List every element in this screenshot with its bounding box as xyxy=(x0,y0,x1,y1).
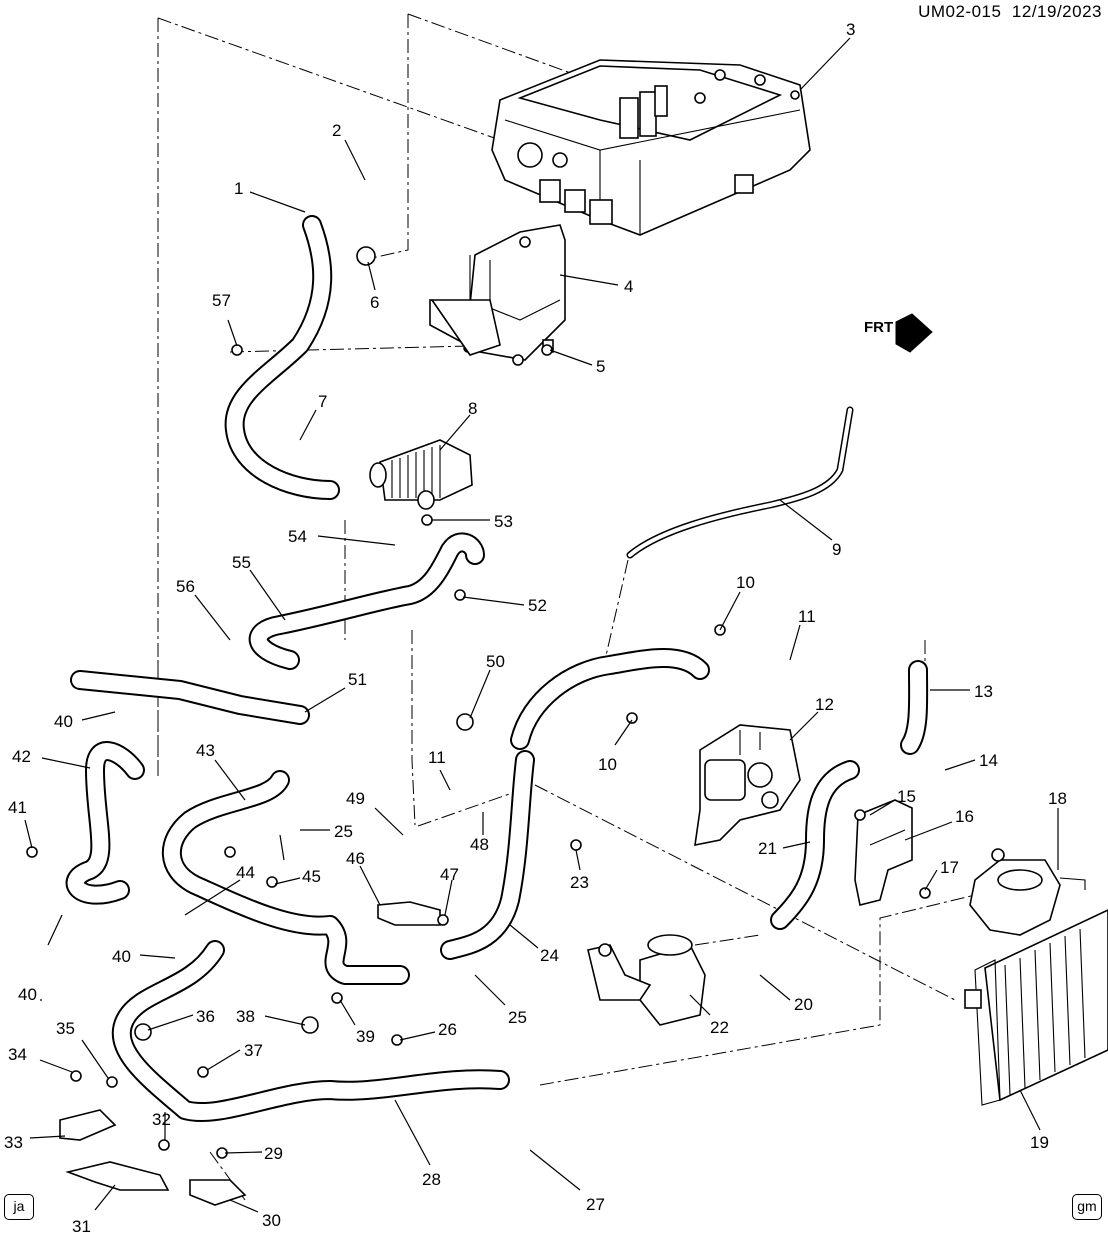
coolant-hoses xyxy=(65,215,929,1123)
callout-27: 27 xyxy=(586,1195,605,1214)
fasteners xyxy=(26,246,931,1159)
oil-cooler xyxy=(369,439,473,510)
callout-11b: 11 xyxy=(428,748,446,767)
callout-49: 49 xyxy=(346,789,365,808)
auxiliary-pump xyxy=(969,848,1086,936)
callout-10b: 10 xyxy=(598,755,617,774)
front-direction-indicator: FRT xyxy=(864,313,933,353)
callout-33: 33 xyxy=(4,1133,23,1152)
callout-28: 28 xyxy=(422,1170,441,1189)
callout-6: 6 xyxy=(370,293,379,312)
callout-54: 54 xyxy=(288,527,307,546)
callout-46: 46 xyxy=(346,849,365,868)
callout-34: 34 xyxy=(8,1045,27,1064)
callout-40b: 40 xyxy=(18,985,37,1004)
gm-logo: gm xyxy=(1072,1194,1102,1220)
callout-13: 13 xyxy=(974,682,993,701)
callout-7: 7 xyxy=(318,392,327,411)
callout-52: 52 xyxy=(528,596,547,615)
callouts: 1 2 3 4 5 6 7 8 9 10 10 11 11 xyxy=(4,20,1067,1234)
callout-50: 50 xyxy=(486,652,505,671)
callout-16: 16 xyxy=(955,807,974,826)
callout-56: 56 xyxy=(176,577,195,596)
callout-23: 23 xyxy=(570,873,589,892)
callout-53: 53 xyxy=(494,512,513,531)
callout-15: 15 xyxy=(897,787,916,806)
callout-8: 8 xyxy=(468,399,477,418)
callout-37: 37 xyxy=(244,1041,263,1060)
drawing-header: UM02-015 12/19/2023 xyxy=(918,2,1102,22)
callout-57: 57 xyxy=(212,291,231,310)
callout-42: 42 xyxy=(12,747,31,766)
callout-22: 22 xyxy=(710,1018,729,1037)
callout-12: 12 xyxy=(815,695,834,714)
callout-30: 30 xyxy=(262,1211,281,1230)
callout-2: 2 xyxy=(332,121,341,140)
callout-9: 9 xyxy=(832,540,841,559)
coolant-valve xyxy=(694,724,801,847)
corner-badge-left: ja xyxy=(4,1194,34,1220)
callout-40c: 40 xyxy=(112,947,131,966)
callout-11a: 11 xyxy=(798,607,816,626)
callout-35: 35 xyxy=(56,1019,75,1038)
callout-51: 51 xyxy=(348,670,367,689)
coolant-pump xyxy=(587,934,706,1026)
callout-36: 36 xyxy=(196,1007,215,1026)
callout-26: 26 xyxy=(438,1020,457,1039)
callout-31: 31 xyxy=(72,1217,91,1234)
callout-20: 20 xyxy=(794,995,813,1014)
brackets xyxy=(59,299,913,1206)
callout-45: 45 xyxy=(302,867,321,886)
callout-14: 14 xyxy=(979,751,998,770)
callout-4: 4 xyxy=(624,277,633,296)
callout-5: 5 xyxy=(596,357,605,376)
callout-29: 29 xyxy=(264,1144,283,1163)
callout-10a: 10 xyxy=(736,573,755,592)
direction-label: FRT xyxy=(864,319,893,336)
callout-55: 55 xyxy=(232,553,251,572)
callout-19: 19 xyxy=(1030,1133,1049,1152)
callout-32: 32 xyxy=(152,1110,171,1129)
callout-21: 21 xyxy=(758,839,777,858)
callout-47: 47 xyxy=(440,865,459,884)
callout-17: 17 xyxy=(940,858,959,877)
callout-18: 18 xyxy=(1048,789,1067,808)
callout-41: 41 xyxy=(8,798,27,817)
callout-25b: 25 xyxy=(508,1008,527,1027)
callout-38: 38 xyxy=(236,1007,255,1026)
callout-44: 44 xyxy=(236,863,255,882)
callout-39: 39 xyxy=(356,1027,375,1046)
callout-25a: 25 xyxy=(334,822,353,841)
drawing-code: UM02-015 xyxy=(918,2,1002,21)
callout-48: 48 xyxy=(470,835,489,854)
callout-43: 43 xyxy=(196,741,215,760)
callout-1: 1 xyxy=(234,179,243,198)
inverter-module xyxy=(491,59,811,236)
drawing-date: 12/19/2023 xyxy=(1011,2,1102,21)
callout-24: 24 xyxy=(540,946,559,965)
callout-40a: 40 xyxy=(54,712,73,731)
callout-3: 3 xyxy=(846,20,855,39)
heat-exchanger xyxy=(964,909,1108,1106)
